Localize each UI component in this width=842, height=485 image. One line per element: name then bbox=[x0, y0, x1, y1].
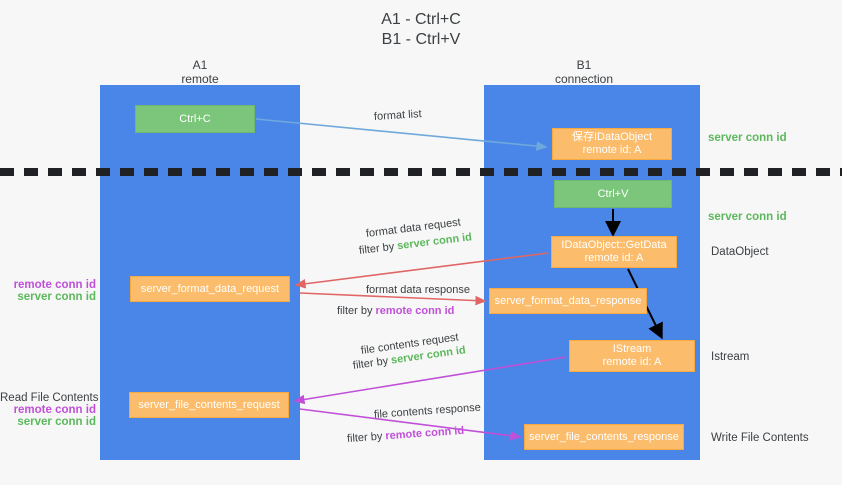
node-istream-line2: remote id: A bbox=[602, 356, 662, 368]
node-server-format-data-request-label: server_format_data_request bbox=[140, 282, 280, 295]
right-label-write-file-contents: Write File Contents bbox=[711, 432, 809, 444]
node-ctrl-c-label: Ctrl+C bbox=[179, 112, 211, 125]
right-label-server-conn-id-top: server conn id bbox=[708, 132, 787, 144]
title-line-2: B1 - Ctrl+V bbox=[381, 31, 461, 48]
node-getdata-line1: IDataObject::GetData bbox=[561, 239, 667, 251]
node-server-file-contents-request[interactable]: server_file_contents_request bbox=[129, 392, 289, 418]
edge-label-file-contents-response: file contents response bbox=[373, 401, 482, 421]
left-label-conn-ids: remote conn id server conn id bbox=[0, 279, 96, 303]
column-a1-name: A1 bbox=[192, 58, 208, 72]
left-label-read-file-contents: Read File Contents remote conn id server… bbox=[0, 392, 99, 428]
node-server-file-contents-request-label: server_file_contents_request bbox=[138, 398, 280, 411]
left-label-read-heading: Read File Contents bbox=[0, 392, 99, 404]
filter-prefix: filter by bbox=[346, 430, 386, 445]
column-header-a1: A1 remote bbox=[100, 58, 300, 86]
column-b1-subtitle: connection bbox=[554, 72, 614, 86]
node-ctrl-c[interactable]: Ctrl+C bbox=[135, 105, 255, 133]
title-line-1: A1 - Ctrl+C bbox=[381, 11, 461, 28]
edge-label-format-data-response-filter: filter by remote conn id bbox=[337, 305, 454, 317]
edge-label-file-contents-response-filter: filter by remote conn id bbox=[347, 425, 465, 445]
node-ctrl-v[interactable]: Ctrl+V bbox=[554, 180, 672, 208]
column-header-b1: B1 connection bbox=[484, 58, 684, 86]
edge-label-format-data-response: format data response bbox=[366, 284, 470, 296]
node-save-idataobject[interactable]: 保存IDataObject remote id: A bbox=[552, 128, 672, 160]
filter-key-remote-conn-id: remote conn id bbox=[385, 424, 465, 443]
filter-key-remote-conn-id: remote conn id bbox=[375, 305, 455, 317]
left-label-read-server-conn-id: server conn id bbox=[17, 416, 96, 428]
left-label-read-remote-conn-id: remote conn id bbox=[13, 404, 96, 416]
node-getdata-line2: remote id: A bbox=[584, 252, 644, 264]
node-server-format-data-request[interactable]: server_format_data_request bbox=[130, 276, 290, 302]
left-label-remote-conn-id: remote conn id bbox=[13, 279, 96, 291]
node-istream[interactable]: IStream remote id: A bbox=[569, 340, 695, 372]
node-server-file-contents-response-label: server_file_contents_response bbox=[529, 430, 679, 443]
page-title: A1 - Ctrl+C B1 - Ctrl+V bbox=[0, 10, 842, 50]
column-a1-subtitle: remote bbox=[181, 72, 219, 86]
right-label-server-conn-id-mid: server conn id bbox=[708, 211, 787, 223]
right-label-dataobject: DataObject bbox=[711, 246, 769, 258]
node-save-idataobject-line2: remote id: A bbox=[582, 144, 642, 156]
phase-divider bbox=[0, 168, 842, 176]
node-server-file-contents-response[interactable]: server_file_contents_response bbox=[524, 424, 684, 450]
node-save-idataobject-line1: 保存IDataObject bbox=[571, 131, 653, 143]
node-ctrl-v-label: Ctrl+V bbox=[597, 187, 629, 200]
filter-prefix: filter by bbox=[358, 240, 398, 257]
right-label-istream: Istream bbox=[711, 351, 750, 363]
node-server-format-data-response[interactable]: server_format_data_response bbox=[489, 288, 647, 314]
node-istream-line1: IStream bbox=[612, 343, 652, 355]
node-idataobject-getdata[interactable]: IDataObject::GetData remote id: A bbox=[551, 236, 677, 268]
left-label-server-conn-id: server conn id bbox=[17, 291, 96, 303]
filter-prefix: filter by bbox=[337, 305, 376, 317]
edge-label-format-list: format list bbox=[373, 108, 422, 123]
column-b1-name: B1 bbox=[576, 58, 592, 72]
node-server-format-data-response-label: server_format_data_response bbox=[494, 294, 642, 307]
filter-prefix: filter by bbox=[352, 354, 392, 372]
